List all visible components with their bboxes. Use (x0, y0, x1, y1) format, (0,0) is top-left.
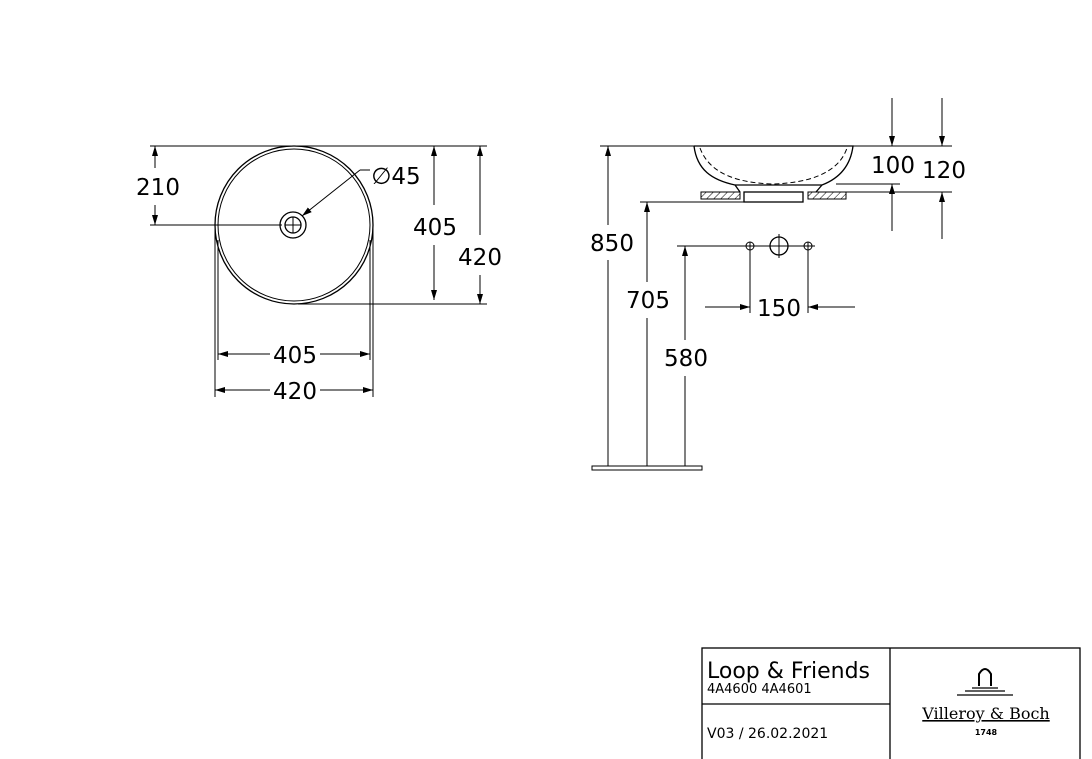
brand-name: Villeroy & Boch (921, 704, 1049, 723)
countertop-right (807, 191, 847, 200)
dim-580-label: 580 (664, 346, 708, 372)
dim-120-label: 120 (922, 158, 966, 184)
article-numbers: 4A4600 4A4601 (707, 682, 812, 697)
side-view: 850 705 580 100 120 150 (590, 98, 966, 471)
dim-100-label: 100 (871, 153, 915, 179)
dim-705-label: 705 (626, 288, 670, 314)
version-date: V03 / 26.02.2021 (707, 726, 828, 742)
basin-profile (693, 145, 854, 193)
brand-year: 1748 (975, 728, 998, 737)
dim-420-horizontal-label: 420 (273, 379, 317, 405)
dim-850-label: 850 (590, 231, 634, 257)
dim-diameter-label: ∅45 (371, 164, 420, 190)
dim-150-label: 150 (757, 296, 801, 322)
product-name: Loop & Friends (707, 659, 870, 684)
floor (591, 465, 703, 471)
dim-210-label: 210 (136, 175, 180, 201)
dim-405-vertical-label: 405 (413, 215, 457, 241)
title-block: Loop & Friends 4A4600 4A4601 V03 / 26.02… (701, 647, 1081, 759)
dim-420-vertical-label: 420 (458, 245, 502, 271)
drain-body (743, 191, 804, 203)
countertop-left (700, 191, 741, 200)
top-view: 210 ∅45 405 420 405 420 (136, 145, 502, 405)
dim-405-horizontal-label: 405 (273, 343, 317, 369)
brand-logo-icon (957, 668, 1013, 696)
